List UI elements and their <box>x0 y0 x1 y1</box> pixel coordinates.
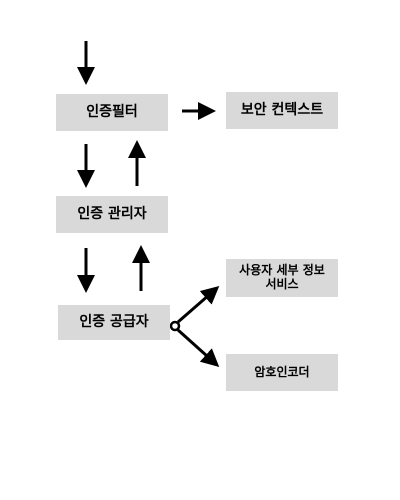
branch-junction <box>169 320 181 332</box>
arrow-provider-to-password-encoder <box>176 328 220 368</box>
node-auth-manager: 인증 관리자 <box>56 196 168 233</box>
node-auth-filter: 인증필터 <box>56 94 168 131</box>
node-user-details-service: 사용자 세부 정보 서비스 <box>226 259 338 297</box>
node-password-encoder: 암호인코더 <box>226 354 338 391</box>
arrow-provider-to-user-details <box>177 286 220 324</box>
node-auth-provider: 인증 공급자 <box>58 305 170 340</box>
node-security-context: 보안 컨텍스트 <box>226 92 338 129</box>
